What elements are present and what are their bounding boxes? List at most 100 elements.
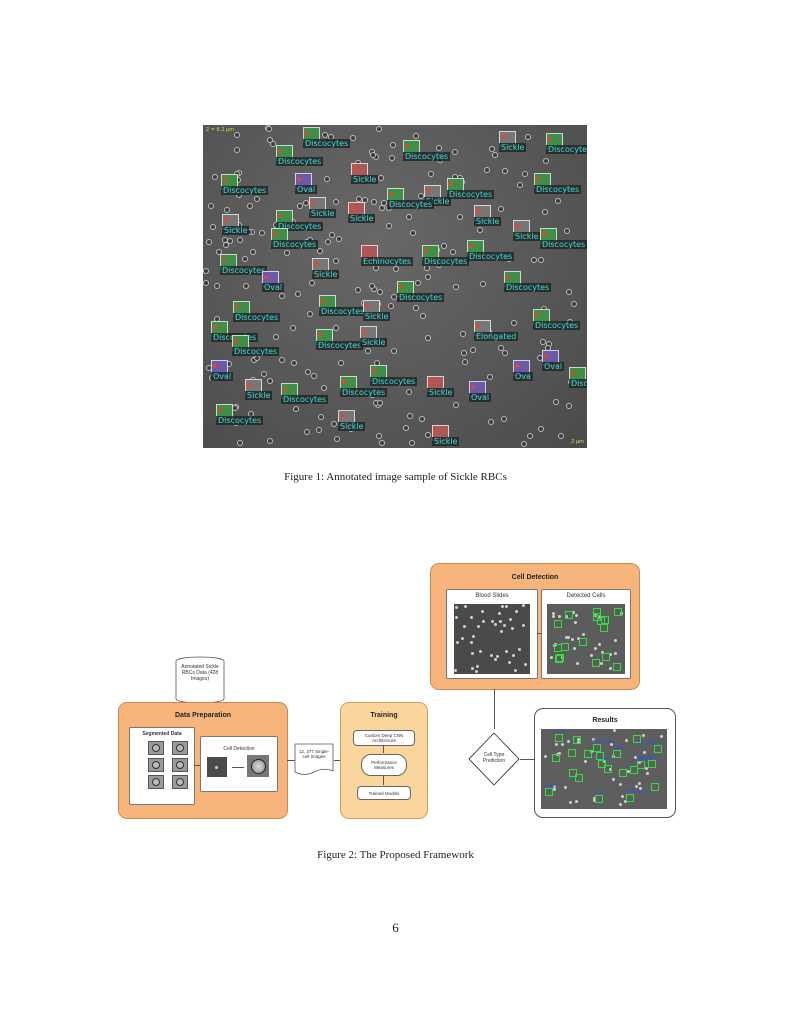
cell-label: Discocytes [533,321,581,330]
page-number: 6 [392,920,399,935]
rbc-cell [296,202,303,209]
rbc-cell [554,197,561,204]
rbc-cell [455,616,459,620]
cell-label: Discocytes [271,240,319,249]
rbc-cell [369,152,376,159]
rbc-cell [537,257,544,264]
cell-label: Discocytes [221,186,269,195]
rbc-cell [210,223,217,230]
rbc-cell [310,373,317,380]
rbc-cell [365,347,372,354]
single-cell-image [247,755,269,777]
rbc-cell [455,605,459,609]
rbc-cell [608,768,612,772]
rbc-cell [494,623,498,627]
rbc-cell [626,769,630,773]
rbc-cell [391,348,398,355]
rbc-cell [570,301,577,308]
rbc-cell [552,614,556,618]
result-label: Oval [595,790,605,796]
cell-detection-panel: Cell Detection Blood Slides Detected Cel… [430,563,640,690]
detection-box [597,760,606,769]
figure2-caption: Figure 2: The Proposed Framework [317,849,474,861]
result-label: Discocytes [637,754,659,760]
rbc-cell [333,198,340,205]
cell-label: Ova [513,372,533,381]
result-label: Discocytes [592,739,615,745]
dataset-document-icon [294,743,334,775]
rbc-cell [414,279,421,286]
result-label: Sickle [636,755,649,761]
rbc-cell [308,280,315,287]
rbc-cell [641,734,645,738]
cell-label: Discocytes [276,222,324,231]
rbc-cell [498,620,502,624]
rbc-cell [574,613,578,617]
cell-label: Sickle [427,388,455,397]
cell-label: Sickle [222,226,250,235]
result-label: Discocytes [626,789,648,795]
result-label: Sickle [555,729,568,734]
cell-label: Discocytes [403,152,451,161]
cell-detection-title: Cell Detection [511,574,559,581]
rbc-cell [428,170,435,177]
cell-thumbnail [148,775,164,789]
rbc-cell [521,441,528,448]
cell-label: Discocytes [534,185,582,194]
scale-bar-top: 2 = 6.2 µm [206,127,235,133]
detection-box [626,794,635,803]
rbc-cell [566,403,573,410]
rbc-cell [236,237,243,244]
data-preparation-title: Data Preparation [174,712,232,719]
rbc-cell [476,624,480,628]
rbc-cell [425,431,432,438]
rbc-cell [564,228,571,235]
rbc-cell [278,292,285,299]
cell-label: Discocytes [546,145,587,154]
detection-box [613,749,622,758]
detection-box [568,749,577,758]
cell-label: Echinocytes [361,257,414,266]
detection-box [595,795,604,804]
result-label: Discocytes [637,739,659,745]
rbc-cell [316,247,323,254]
cell-label: Sickle [348,214,376,223]
rbc-cell [272,334,279,341]
rbc-cell [424,335,431,342]
detection-box [564,611,573,620]
rbc-cell [449,249,456,256]
rbc-cell [452,401,459,408]
scale-bar-bottom: 2 µm [571,439,584,445]
detection-box [555,655,564,664]
rbc-cell [619,782,623,786]
rbc-cell [495,654,499,658]
rbc-cell [390,294,397,301]
rbc-cell [645,767,649,771]
rbc-cell [486,373,493,380]
database-icon [175,656,225,704]
cell-label: Sickle [424,197,452,206]
rbc-cell [563,786,567,790]
rbc-cell [576,740,580,744]
rbc-cell [511,626,515,630]
cell-label: Sickle [513,232,541,241]
rbc-cell [504,649,508,653]
rbc-cell [524,134,531,141]
arrow-slides-to-detected [537,633,541,634]
rbc-cell [405,213,412,220]
rbc-cell [522,624,526,628]
rbc-cell [322,131,329,138]
rbc-cell [354,287,361,294]
rbc-cell [471,666,475,670]
detection-box [592,659,601,668]
rbc-cell [553,788,557,792]
database-label: Annotated Sickle RBCs Data (428 Images) [181,664,219,682]
detected-cells-title: Detected Cells [566,593,606,599]
rbc-cell [492,151,499,158]
rbc-cell [315,426,322,433]
rbc-cell [388,154,395,161]
rbc-cell [573,620,577,624]
rbc-cell [538,426,545,433]
rbc-cell [371,198,378,205]
rbc-cell [208,203,215,210]
